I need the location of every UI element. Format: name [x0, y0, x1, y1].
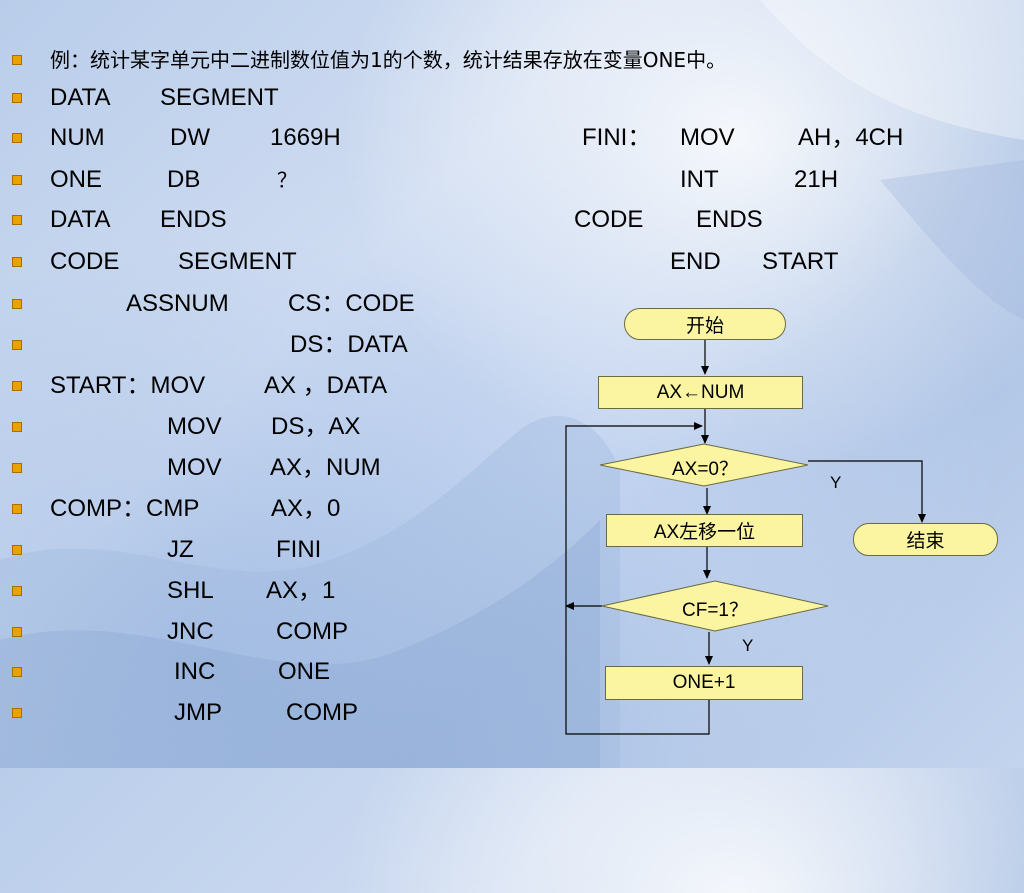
bullet-icon [12, 667, 22, 677]
code-token: NUM [50, 124, 105, 151]
code-token: DS：DATA [290, 331, 408, 358]
bullet-icon [12, 257, 22, 267]
bullet-icon [12, 504, 22, 514]
code-token: CODE [50, 248, 120, 275]
code-token: SEGMENT [160, 84, 279, 111]
code-line: ONE DB ？ INT 21H [12, 160, 838, 200]
code-line: DATA ENDS CODE ENDS [12, 200, 763, 240]
bullet-icon [12, 627, 22, 637]
code-line: COMP：CMP AX，0 [12, 489, 340, 529]
code-token: DATA [50, 206, 111, 233]
code-token: COMP [276, 618, 348, 645]
flow-test-cf: CF=1？ [682, 600, 748, 621]
code-line: ASSNUM CS：CODE [12, 284, 415, 324]
code-token: INC [174, 658, 216, 685]
yes-label-cf: Y [742, 636, 754, 655]
bullet-icon [12, 299, 22, 309]
bullet-icon [12, 545, 22, 555]
bullet-icon [12, 215, 22, 225]
code-line: SHL AX，1 [12, 571, 335, 611]
bullet-icon [12, 340, 22, 350]
flow-load: AX←NUM [598, 376, 803, 409]
code-token: ASSNUM [126, 290, 229, 317]
code-token: AX，0 [271, 495, 341, 522]
code-token: CS：CODE [288, 290, 415, 317]
code-token: CODE [574, 206, 644, 233]
code-token: COMP：CMP [50, 495, 200, 522]
code-token: 1669H [270, 124, 341, 151]
flow-start: 开始 [624, 308, 786, 340]
code-line: JNC COMP [12, 612, 348, 652]
code-line: JZ FINI [12, 530, 321, 570]
bullet-icon [12, 586, 22, 596]
code-token: ENDS [696, 206, 763, 233]
flow-shift: AX左移一位 [606, 514, 803, 547]
code-token: ENDS [160, 206, 227, 233]
code-token: MOV [167, 413, 222, 440]
bullet-icon [12, 708, 22, 718]
code-token: JMP [174, 699, 222, 726]
code-token: AX ，DATA [264, 372, 388, 399]
code-token: COMP [286, 699, 358, 726]
code-token: FINI [276, 536, 322, 563]
yes-label-zero: Y [830, 473, 842, 492]
code-token: DS，AX [271, 413, 361, 440]
code-token: ONE [278, 658, 331, 685]
code-token: JNC [167, 618, 214, 645]
code-line: INC ONE [12, 652, 330, 692]
code-line: 例：统计某字单元中二进制数位值为1的个数，统计结果存放在变量ONE中。 [12, 40, 726, 80]
code-token: DATA [50, 84, 111, 111]
code-token: INT [680, 166, 719, 193]
code-line: JMP COMP [12, 693, 358, 733]
code-token: MOV [167, 454, 222, 481]
bullet-icon [12, 93, 22, 103]
code-token: JZ [167, 536, 194, 563]
code-token: SEGMENT [178, 248, 297, 275]
bullet-icon [12, 133, 22, 143]
bullet-icon [12, 463, 22, 473]
flow-increment: ONE+1 [605, 666, 803, 700]
code-token: 21H [794, 166, 839, 193]
code-line: MOV AX，NUM [12, 448, 381, 488]
code-line: DATA SEGMENT [12, 78, 279, 118]
code-line: START：MOV AX ，DATA [12, 366, 387, 406]
code-token: START：MOV [50, 372, 206, 399]
bullet-icon [12, 381, 22, 391]
bullet-icon [12, 175, 22, 185]
problem-statement: 例：统计某字单元中二进制数位值为1的个数，统计结果存放在变量ONE中。 [50, 48, 727, 72]
code-token: END [670, 248, 721, 275]
code-token: ONE [50, 166, 103, 193]
code-token: AX，NUM [270, 454, 381, 481]
code-token: AX，1 [266, 577, 336, 604]
code-token: DW [170, 124, 210, 151]
code-line: NUM DW 1669H FINI： MOV AH，4CH [12, 118, 903, 158]
bullet-icon [12, 422, 22, 432]
flow-end: 结束 [853, 523, 998, 556]
code-token: ？ [277, 168, 297, 192]
code-token: START [762, 248, 839, 275]
code-line: CODE SEGMENT END START [12, 242, 838, 282]
code-line: MOV DS，AX [12, 407, 360, 447]
code-line: DS：DATA [12, 325, 408, 365]
connector-yes-to-end [808, 460, 926, 523]
code-token: AH，4CH [798, 124, 904, 151]
flow-test-zero: AX=0？ [671, 459, 738, 480]
code-token: SHL [167, 577, 214, 604]
code-token: FINI： [582, 124, 652, 151]
code-token: MOV [680, 124, 735, 151]
code-token: DB [167, 166, 201, 193]
bullet-icon [12, 55, 22, 65]
